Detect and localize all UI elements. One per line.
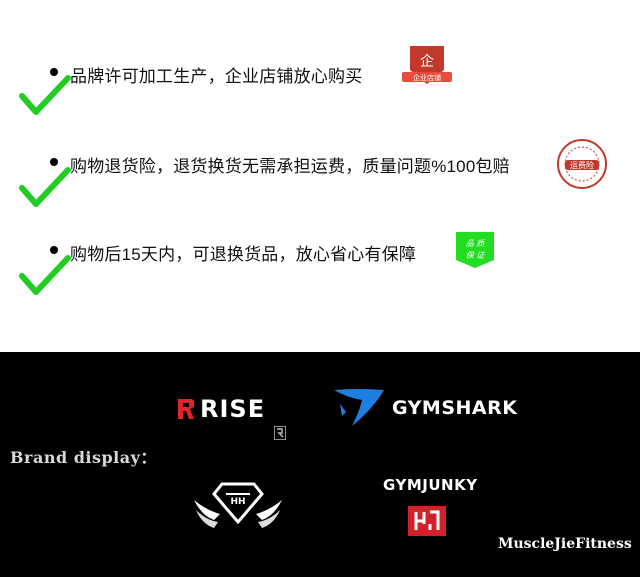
check-icon <box>19 255 71 295</box>
guarantee-row-2: 购物退货险，退货换货无需承担运费，质量问题%100包赔 运费险 <box>0 138 640 208</box>
bullet-icon <box>50 246 58 254</box>
gymshark-logo: GYMSHARK <box>332 386 518 430</box>
gymjunky-logo-icon <box>408 506 446 536</box>
svg-text:企业店铺: 企业店铺 <box>413 73 441 82</box>
check-icon <box>19 167 71 207</box>
bullet-icon <box>50 68 58 76</box>
svg-text:保 证: 保 证 <box>466 251 487 260</box>
guarantee-row-1: 品牌许可加工生产，企业店铺放心购买 企 企业店铺 <box>0 44 640 115</box>
guarantee-row-3: 购物后15天内，可退换货品，放心省心有保障 品 质 保 证 <box>0 226 640 296</box>
freight-insurance-badge-icon: 运费险 <box>557 139 607 189</box>
guarantee-text: 购物后15天内，可退换货品，放心省心有保障 <box>70 245 417 264</box>
svg-text:企: 企 <box>420 53 434 70</box>
gymjunky-brand-name: GYMJUNKY <box>383 476 478 494</box>
brand-display-label: Brand display： <box>10 448 157 467</box>
check-icon <box>19 75 71 115</box>
gymshark-shark-icon <box>334 389 384 426</box>
bullet-icon <box>50 158 58 166</box>
quality-guarantee-badge-icon: 品 质 保 证 <box>456 232 494 268</box>
rise-brand-name: RISE <box>200 395 266 423</box>
guarantee-text: 品牌许可加工生产，企业店铺放心购买 <box>70 67 363 86</box>
svg-text:HH: HH <box>230 497 245 507</box>
watermark: MuscleJieFitness <box>498 536 632 552</box>
rise-logo: RISE <box>176 394 265 424</box>
guarantee-text: 购物退货险，退货换货无需承担运费，质量问题%100包赔 <box>70 157 510 176</box>
rise-logo-icon <box>178 399 194 419</box>
rise-small-logo-icon <box>274 426 286 440</box>
enterprise-store-badge-icon: 企 企业店铺 <box>402 46 452 84</box>
gymshark-brand-name: GYMSHARK <box>392 397 518 419</box>
svg-text:运费险: 运费险 <box>570 160 594 170</box>
brand-section: RISE GYMSHARK Brand display： HH GYMJUNKY… <box>0 352 640 577</box>
winged-diamond-logo-icon: HH <box>194 482 282 528</box>
guarantee-section: 品牌许可加工生产，企业店铺放心购买 企 企业店铺 购物退货险，退货换货无需承担运… <box>0 44 640 296</box>
svg-text:品 质: 品 质 <box>466 239 486 248</box>
